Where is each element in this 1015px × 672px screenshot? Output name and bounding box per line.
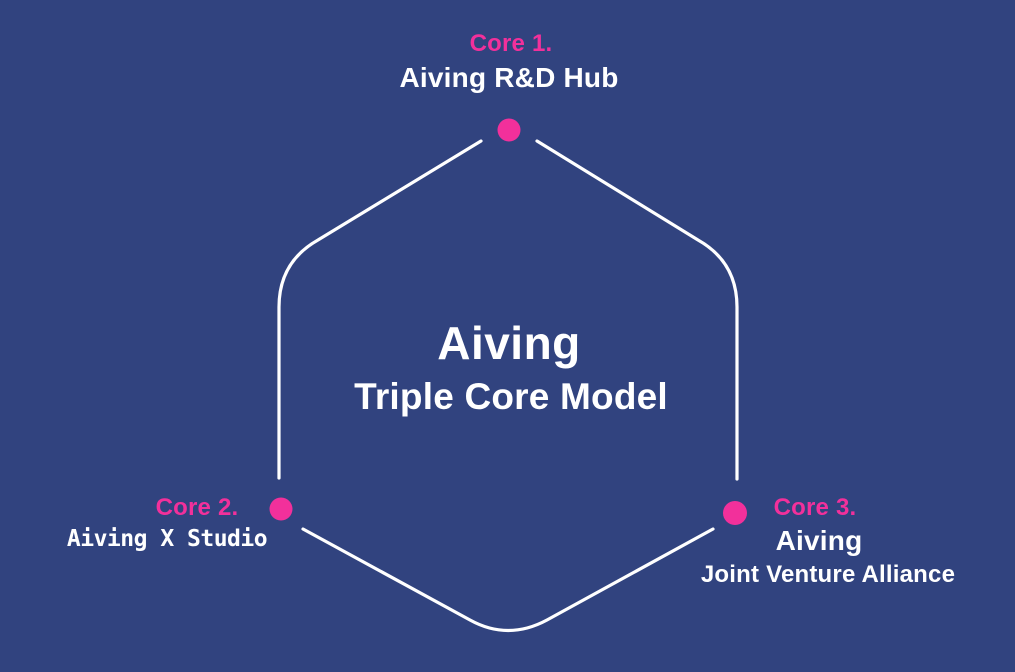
core-3-name-line2: Joint Venture Alliance — [700, 561, 956, 588]
diagram-title: Aiving — [437, 317, 581, 369]
core-3-name-line1: Aiving — [775, 525, 863, 556]
core-2-label: Core 2. — [155, 494, 239, 521]
core-2-name: Aiving X Studio — [66, 526, 268, 552]
hexagon-edge-left — [277, 139, 483, 480]
core-3-dot — [723, 501, 747, 525]
hexagon-edge-right — [535, 139, 739, 481]
diagram-subtitle: Triple Core Model — [354, 376, 668, 417]
core-2-dot — [269, 497, 293, 521]
hexagon-edge-bottom — [301, 527, 715, 633]
core-1-label: Core 1. — [469, 30, 553, 57]
core-3-label: Core 3. — [773, 494, 857, 521]
core-1-name: Aiving R&D Hub — [399, 62, 619, 93]
core-1-dot — [497, 118, 521, 142]
